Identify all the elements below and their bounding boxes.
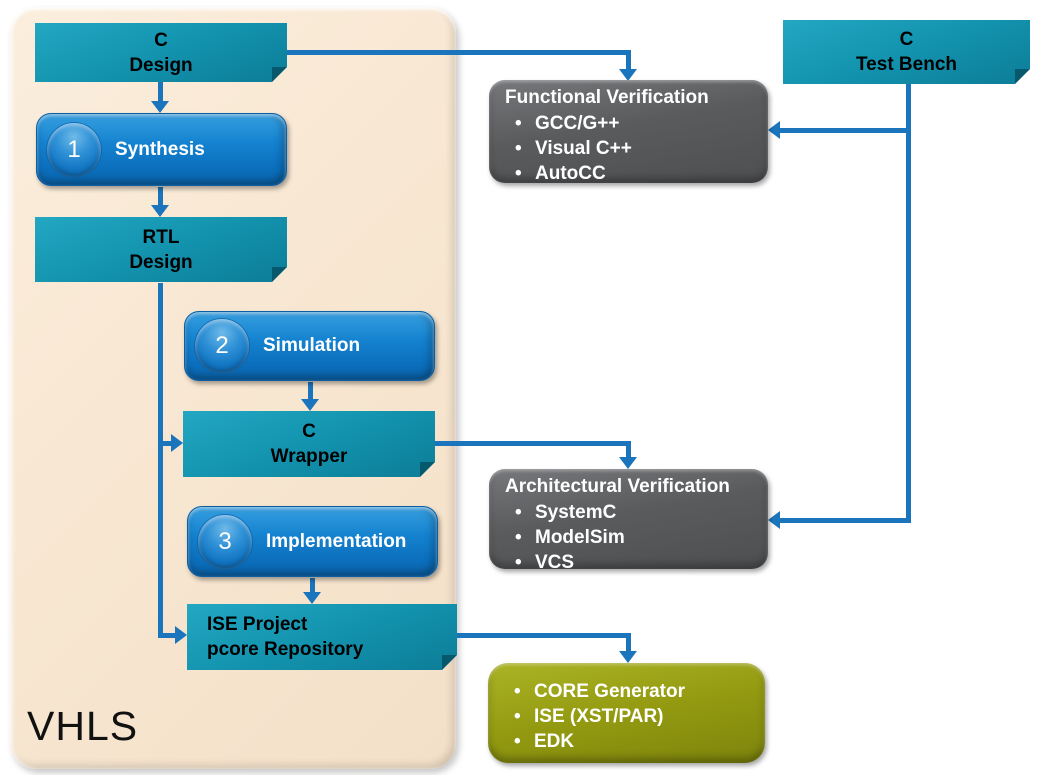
step-simulation: 2 Simulation xyxy=(184,311,435,381)
arrow-ctb-av-head xyxy=(768,511,780,529)
arrow-rtl-ise-head xyxy=(175,626,187,644)
node-c-test-bench: C Test Bench xyxy=(783,20,1030,84)
functional-verification-item: AutoCC xyxy=(535,163,606,184)
node-c-test-bench-line2: Test Bench xyxy=(855,54,957,75)
list-item: • GCC/G++ xyxy=(489,111,768,136)
box-functional-verification: Functional Verification • GCC/G++ • Visu… xyxy=(489,80,768,186)
step-implementation: 3 Implementation xyxy=(187,506,438,577)
step-simulation-number: 2 xyxy=(195,319,249,373)
step-synthesis-label: Synthesis xyxy=(115,138,205,160)
node-c-wrapper: C Wrapper xyxy=(183,411,435,477)
bullet-marker: • xyxy=(514,681,521,702)
step-implementation-number: 3 xyxy=(198,514,252,569)
bullet-marker: • xyxy=(514,706,521,727)
list-item: • VCS xyxy=(489,550,768,575)
bullet-marker: • xyxy=(515,163,522,184)
functional-verification-title: Functional Verification xyxy=(505,87,709,108)
arrow-ctb-av-line xyxy=(780,518,911,523)
node-rtl-design: RTL Design xyxy=(35,217,287,282)
arrow-ctb-trunk-line xyxy=(906,84,911,523)
arrow-synthesis-rtl-line xyxy=(158,187,163,206)
bullet-marker: • xyxy=(515,138,522,159)
node-c-wrapper-line2: Wrapper xyxy=(270,446,348,467)
arrow-simulation-cwrapper-line xyxy=(308,382,313,400)
arrow-cdesign-fv-hline xyxy=(285,50,631,55)
list-item: • ModelSim xyxy=(489,525,768,550)
node-c-wrapper-line1: C xyxy=(302,421,316,442)
arrow-ise-tools-hline xyxy=(437,633,631,638)
implementation-tools-item: CORE Generator xyxy=(534,681,685,702)
bullet-marker: • xyxy=(515,113,522,134)
panel-label-vhls: VHLS xyxy=(27,703,139,749)
functional-verification-item: GCC/G++ xyxy=(535,113,620,134)
arrow-ctb-fv-line xyxy=(780,128,908,133)
list-item: • EDK xyxy=(488,729,765,754)
bullet-marker: • xyxy=(514,731,521,752)
arrow-cdesign-synthesis-line xyxy=(158,80,163,102)
node-ise-project: ISE Project pcore Repository xyxy=(187,604,457,670)
arrow-ctb-fv-head xyxy=(768,121,780,139)
bullet-marker: • xyxy=(515,527,522,548)
node-rtl-design-line1: RTL xyxy=(142,226,180,248)
arrow-rtl-trunk-line xyxy=(158,283,163,638)
box-implementation-tools: • CORE Generator • ISE (XST/PAR) • EDK xyxy=(488,663,765,763)
node-c-design-line1: C xyxy=(154,29,168,51)
functional-verification-item: Visual C++ xyxy=(535,138,632,159)
arrow-rtl-cwrapper-head xyxy=(171,434,183,452)
list-item: • ISE (XST/PAR) xyxy=(488,704,765,729)
arrow-synthesis-rtl-head xyxy=(151,205,169,217)
step-synthesis-number: 1 xyxy=(47,122,101,177)
list-item: • Visual C++ xyxy=(489,136,768,161)
arrow-cwrapper-av-vline xyxy=(626,441,631,458)
implementation-tools-item: ISE (XST/PAR) xyxy=(534,706,664,727)
arrow-cdesign-fv-head xyxy=(619,69,637,81)
arrow-rtl-ise-line xyxy=(161,633,176,638)
node-c-design: C Design xyxy=(35,23,287,82)
arrow-rtl-cwrapper-line xyxy=(161,441,172,446)
bullet-marker: • xyxy=(515,552,522,573)
node-ise-project-line2: pcore Repository xyxy=(207,639,364,660)
node-c-test-bench-line1: C xyxy=(899,29,914,50)
node-ise-project-line1: ISE Project xyxy=(207,614,308,635)
architectural-verification-item: ModelSim xyxy=(535,527,625,548)
step-synthesis: 1 Synthesis xyxy=(36,113,287,186)
architectural-verification-item: SystemC xyxy=(535,502,617,523)
step-implementation-label: Implementation xyxy=(266,530,407,552)
list-item: • AutoCC xyxy=(489,161,768,186)
architectural-verification-title: Architectural Verification xyxy=(505,476,730,497)
bullet-marker: • xyxy=(515,502,522,523)
arrow-ise-tools-head xyxy=(619,651,637,663)
arrow-cdesign-synthesis-head xyxy=(151,101,169,113)
arrow-cwrapper-av-hline xyxy=(435,441,631,446)
arrow-cwrapper-av-head xyxy=(619,457,637,469)
node-c-design-line2: Design xyxy=(129,54,193,76)
arrow-cdesign-fv-vline xyxy=(626,50,631,70)
box-architectural-verification: Architectural Verification • SystemC • M… xyxy=(489,469,768,573)
arrow-implementation-ise-head xyxy=(303,592,321,604)
step-simulation-label: Simulation xyxy=(263,335,361,356)
arrow-ise-tools-vline xyxy=(626,633,631,652)
list-item: • CORE Generator xyxy=(488,679,765,704)
arrow-implementation-ise-line xyxy=(310,578,315,593)
node-rtl-design-line2: Design xyxy=(129,251,193,273)
architectural-verification-item: VCS xyxy=(535,552,575,573)
implementation-tools-item: EDK xyxy=(534,731,575,752)
arrow-simulation-cwrapper-head xyxy=(301,399,319,411)
list-item: • SystemC xyxy=(489,500,768,525)
